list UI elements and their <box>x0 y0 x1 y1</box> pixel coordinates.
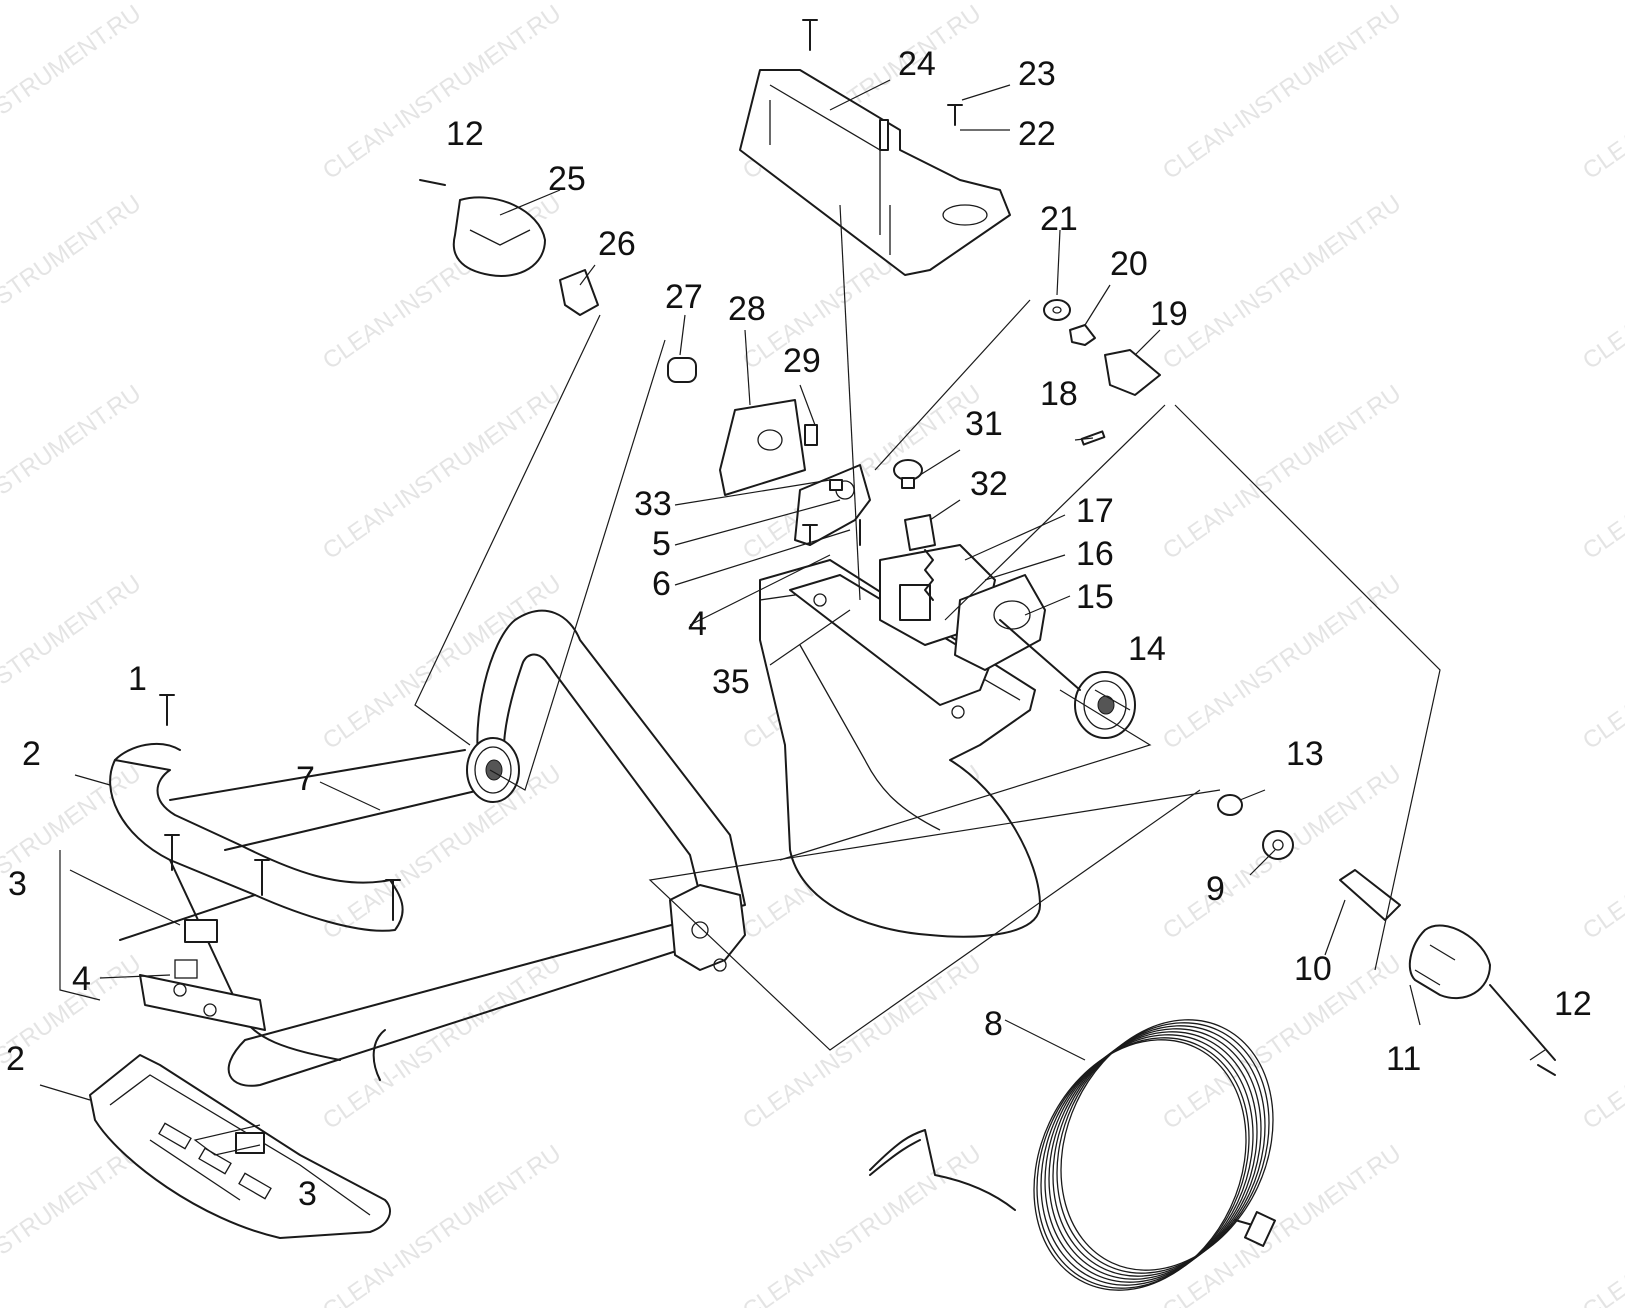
callout-21: 21 <box>1040 200 1078 238</box>
watermark-text: CLEAN-INSTRUMENT.RU <box>318 570 566 755</box>
callout-13: 13 <box>1286 735 1324 773</box>
watermark-text: CLEAN-INSTRUMENT.RU <box>1578 0 1625 185</box>
watermark-text: CLEAN-INSTRUMENT.RU <box>0 380 146 565</box>
cord-hook-assembly <box>1217 794 1556 1061</box>
callout-2: 2 <box>22 735 41 773</box>
callout-2: 2 <box>6 1040 25 1078</box>
callout-27: 27 <box>665 278 703 316</box>
wheel-right <box>999 619 1136 739</box>
watermark-text: CLEAN-INSTRUMENT.RU <box>1158 1140 1406 1308</box>
callout-8: 8 <box>984 1005 1003 1043</box>
callout-10: 10 <box>1294 950 1332 988</box>
callout-11: 11 <box>1386 1040 1421 1078</box>
callout-14: 14 <box>1128 630 1166 668</box>
callout-35: 35 <box>712 663 750 701</box>
callout-9: 9 <box>1206 870 1225 908</box>
callout-12: 12 <box>446 115 484 153</box>
watermark-text: CLEAN-INSTRUMENT.RU <box>738 1140 986 1308</box>
callout-29: 29 <box>783 342 821 380</box>
watermark-text: CLEAN-INSTRUMENT.RU <box>0 1140 146 1308</box>
fasteners <box>159 19 1556 1076</box>
leader-lines <box>39 79 1546 1156</box>
callout-25: 25 <box>548 160 586 198</box>
callout-22: 22 <box>1018 115 1056 153</box>
callout-33: 33 <box>634 485 672 523</box>
handle-tube <box>109 609 746 1087</box>
callout-17: 17 <box>1076 492 1114 530</box>
callout-5: 5 <box>652 525 671 563</box>
callout-4: 4 <box>72 960 91 998</box>
watermark-text: CLEAN-INSTRUMENT.RU <box>318 950 566 1135</box>
callout-3: 3 <box>8 865 27 903</box>
callout-18: 18 <box>1040 375 1078 413</box>
callout-labels: 1 2 2 3 3 4 4 5 6 7 8 9 10 11 12 12 13 1… <box>6 45 1592 1213</box>
callout-1: 1 <box>128 660 147 698</box>
watermark-text: CLEAN-INSTRUMENT.RU <box>0 760 146 945</box>
callout-7: 7 <box>296 760 315 798</box>
watermark-text: CLEAN-INSTRUMENT.RU <box>1578 570 1625 755</box>
upper-bracket-assembly <box>667 357 871 546</box>
watermark-text: CLEAN-INSTRUMENT.RU <box>1578 950 1625 1135</box>
axle-parts <box>1043 299 1161 446</box>
watermark-text: CLEAN-INSTRUMENT.RU <box>0 0 146 185</box>
callout-31: 31 <box>965 405 1003 443</box>
watermark-text: CLEAN-INSTRUMENT.RU <box>1578 190 1625 375</box>
top-cover <box>739 69 1011 276</box>
callout-6: 6 <box>652 565 671 603</box>
watermark-text: CLEAN-INSTRUMENT.RU <box>1578 1140 1625 1308</box>
power-cord <box>869 1019 1276 1291</box>
watermark-text: CLEAN-INSTRUMENT.RU <box>1578 760 1625 945</box>
wheel-left <box>466 737 520 803</box>
watermark-text: CLEAN-INSTRUMENT.RU <box>1158 0 1406 185</box>
callout-15: 15 <box>1076 578 1114 616</box>
callout-3: 3 <box>298 1175 317 1213</box>
callout-4: 4 <box>688 605 707 643</box>
watermark-text: CLEAN-INSTRUMENT.RU <box>1158 950 1406 1135</box>
main-housing <box>759 544 1046 938</box>
callout-20: 20 <box>1110 245 1148 283</box>
watermark-text: CLEAN-INSTRUMENT.RU <box>1158 190 1406 375</box>
callout-23: 23 <box>1018 55 1056 93</box>
watermark-text: CLEAN-INSTRUMENT.RU <box>318 760 566 945</box>
callout-19: 19 <box>1150 295 1188 333</box>
watermark-text: CLEAN-INSTRUMENT.RU <box>318 380 566 565</box>
watermark-text: CLEAN-INSTRUMENT.RU <box>1158 570 1406 755</box>
watermark-text: CLEAN-INSTRUMENT.RU <box>0 190 146 375</box>
watermark-text: CLEAN-INSTRUMENT.RU <box>1578 380 1625 565</box>
watermark-text: CLEAN-INSTRUMENT.RU <box>1158 380 1406 565</box>
watermark-text: CLEAN-INSTRUMENT.RU <box>738 950 986 1135</box>
mounting-plate <box>139 919 266 1154</box>
callout-32: 32 <box>970 465 1008 503</box>
knob-assembly <box>419 179 599 316</box>
callout-16: 16 <box>1076 535 1114 573</box>
watermark-text: CLEAN-INSTRUMENT.RU <box>0 570 146 755</box>
callout-12: 12 <box>1554 985 1592 1023</box>
callout-26: 26 <box>598 225 636 263</box>
watermark-text: CLEAN-INSTRUMENT.RU <box>318 0 566 185</box>
cap-parts <box>893 459 936 551</box>
callout-28: 28 <box>728 290 766 328</box>
callout-24: 24 <box>898 45 936 83</box>
